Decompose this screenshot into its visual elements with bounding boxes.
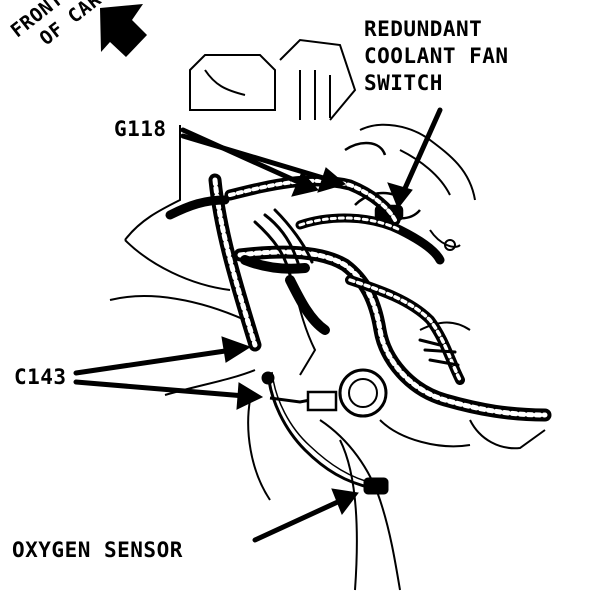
redundant-label-line-2: COOLANT FAN [364,44,509,68]
g118-label: G118 [114,117,167,141]
callout-arrows [73,107,443,543]
redundant-label-line-1: REDUNDANT [364,17,483,41]
redundant-label-line-3: SWITCH [364,71,443,95]
wiring-harness [165,173,552,422]
front-direction-arrow-icon [100,4,147,57]
oxygen-sensor-label: OXYGEN SENSOR [12,538,183,562]
c143-label: C143 [14,365,67,389]
round-component [338,368,388,418]
oxygen-sensor-wire [261,371,389,495]
redundant-coolant-fan-switch-label: REDUNDANT COOLANT FAN SWITCH [364,16,509,97]
